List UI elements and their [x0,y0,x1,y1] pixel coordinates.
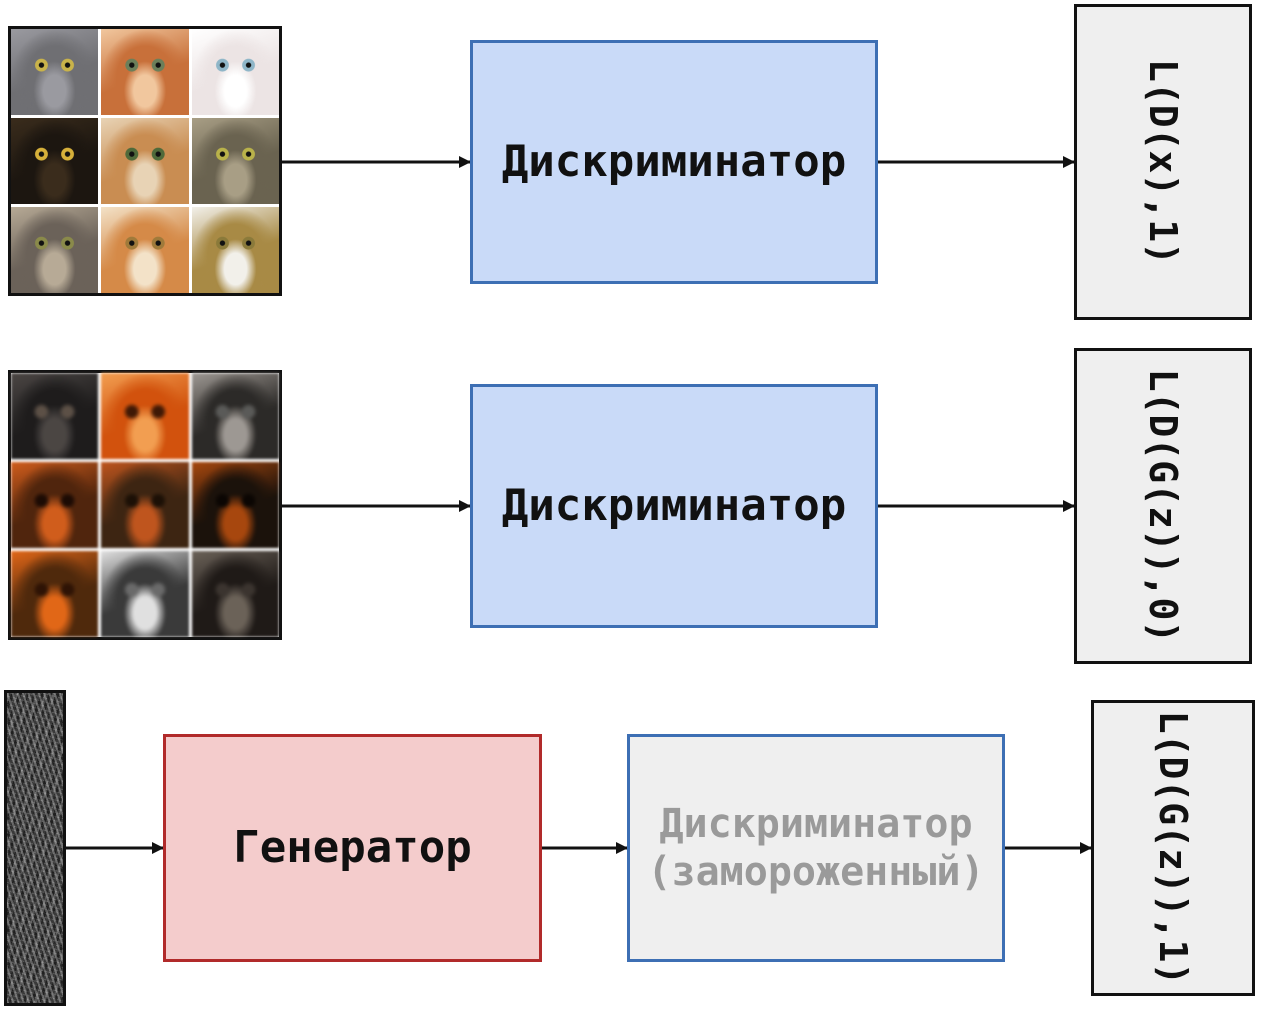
cat-photo [11,29,99,115]
cat-photo [11,207,99,293]
frozen-discriminator-label: Дискриминатор [659,801,973,847]
discriminator-label: Дискриминатор [501,135,847,187]
cat-photo [101,118,189,204]
frozen-discriminator-block: Дискриминатор (замороженный) [627,734,1005,962]
generated-cat-image [11,462,99,548]
discriminator-label: Дискриминатор [501,479,847,531]
loss-box-fake: L(D(G(z)),0) [1074,348,1252,664]
generated-cat-image [191,373,279,459]
cat-photo [101,29,189,115]
real-images-grid [8,26,282,296]
generator-label: Генератор [233,821,472,873]
generated-cat-image [101,551,189,637]
discriminator-block-fake: Дискриминатор [470,384,878,628]
generated-cat-image [11,551,99,637]
loss-label-real: L(D(x),1) [1141,59,1185,265]
generated-cat-image [191,462,279,548]
generated-cat-image [101,462,189,548]
loss-label-fake: L(D(G(z)),0) [1141,368,1185,644]
generated-cat-image [101,373,189,459]
generator-block: Генератор [163,734,542,962]
cat-photo [191,207,279,293]
loss-box-real: L(D(x),1) [1074,4,1252,320]
discriminator-block-real: Дискриминатор [470,40,878,284]
generated-cat-image [11,373,99,459]
cat-photo [101,207,189,293]
generated-images-grid [8,370,282,640]
generated-cat-image [191,551,279,637]
cat-photo [191,29,279,115]
loss-box-generator: L(D(G(z)),1) [1091,700,1255,996]
noise-vector [4,690,66,1006]
frozen-discriminator-note: (замороженный) [647,849,985,895]
loss-label-generator: L(D(G(z)),1) [1151,710,1195,986]
cat-photo [11,118,99,204]
cat-photo [191,118,279,204]
